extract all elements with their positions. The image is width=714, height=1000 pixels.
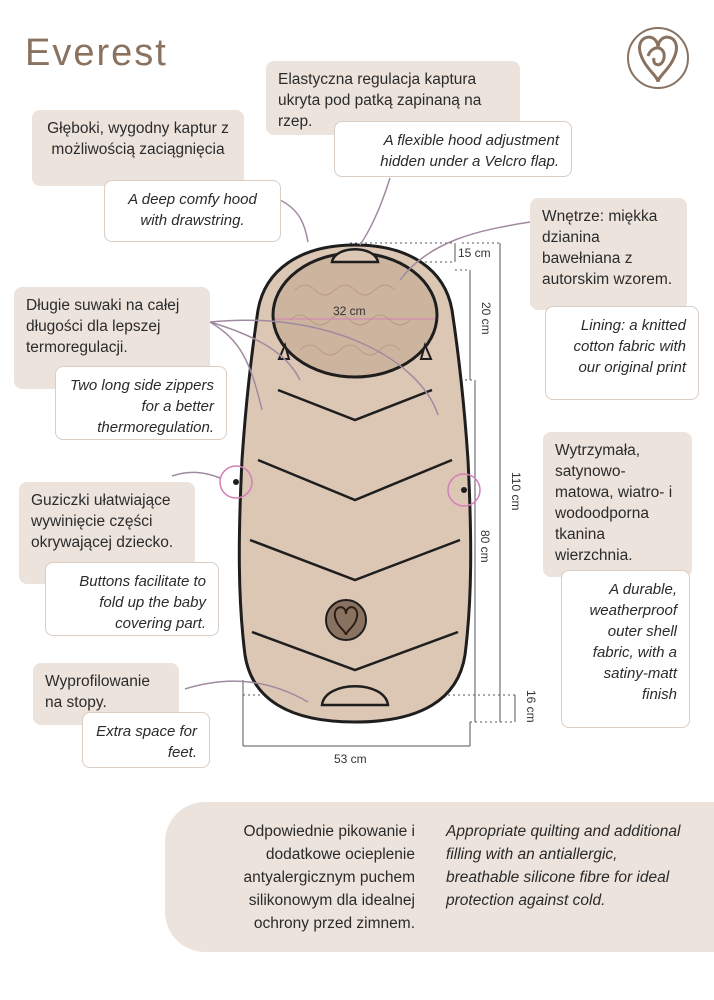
hood-en: A deep comfy hood with drawstring. bbox=[104, 180, 281, 242]
footer-text-pl: Odpowiednie pikowanie i dodatkowe ociepl… bbox=[243, 823, 415, 932]
dim-total-length: 110 cm bbox=[509, 472, 523, 511]
dim-feet: 16 cm bbox=[524, 690, 538, 723]
hood-flap bbox=[330, 248, 380, 264]
outer-en: A durable, weatherproof outer shell fabr… bbox=[561, 570, 690, 728]
footer-text-en: Appropriate quilting and additional fill… bbox=[446, 823, 681, 909]
dim-hood-width: 32 cm bbox=[333, 304, 366, 318]
outer-pl: Wytrzymała, satynowo-matowa, wiatro- i w… bbox=[543, 432, 692, 577]
pointer-arrows bbox=[171, 177, 531, 703]
heart-swirl-logo-icon bbox=[627, 27, 689, 89]
dim-body-length: 80 cm bbox=[478, 530, 492, 563]
lining-en: Lining: a knitted cotton fabric with our… bbox=[545, 306, 699, 400]
lining-pl: Wnętrze: miękka dzianina bawełniana z au… bbox=[530, 198, 687, 310]
lining-pattern bbox=[289, 284, 411, 356]
dim-hood-height: 20 cm bbox=[479, 302, 493, 335]
feet-flap bbox=[320, 685, 390, 707]
page-title: Everest bbox=[25, 32, 168, 74]
dim-hood-top: 15 cm bbox=[458, 246, 491, 260]
zippers-en: Two long side zippers for a better therm… bbox=[55, 366, 227, 440]
hood-adjust-en: A flexible hood adjustment hidden under … bbox=[334, 121, 572, 177]
dim-width: 53 cm bbox=[334, 752, 367, 766]
hood-pl: Głęboki, wygodny kaptur z możliwością za… bbox=[32, 110, 244, 186]
bag-logo-icon bbox=[325, 599, 367, 641]
sleeping-bag-body bbox=[237, 243, 473, 724]
buttons-en: Buttons facilitate to fold up the baby c… bbox=[45, 562, 219, 636]
quilting-lines bbox=[249, 388, 461, 672]
feet-en: Extra space for feet. bbox=[82, 712, 210, 768]
footer-band bbox=[165, 802, 714, 952]
